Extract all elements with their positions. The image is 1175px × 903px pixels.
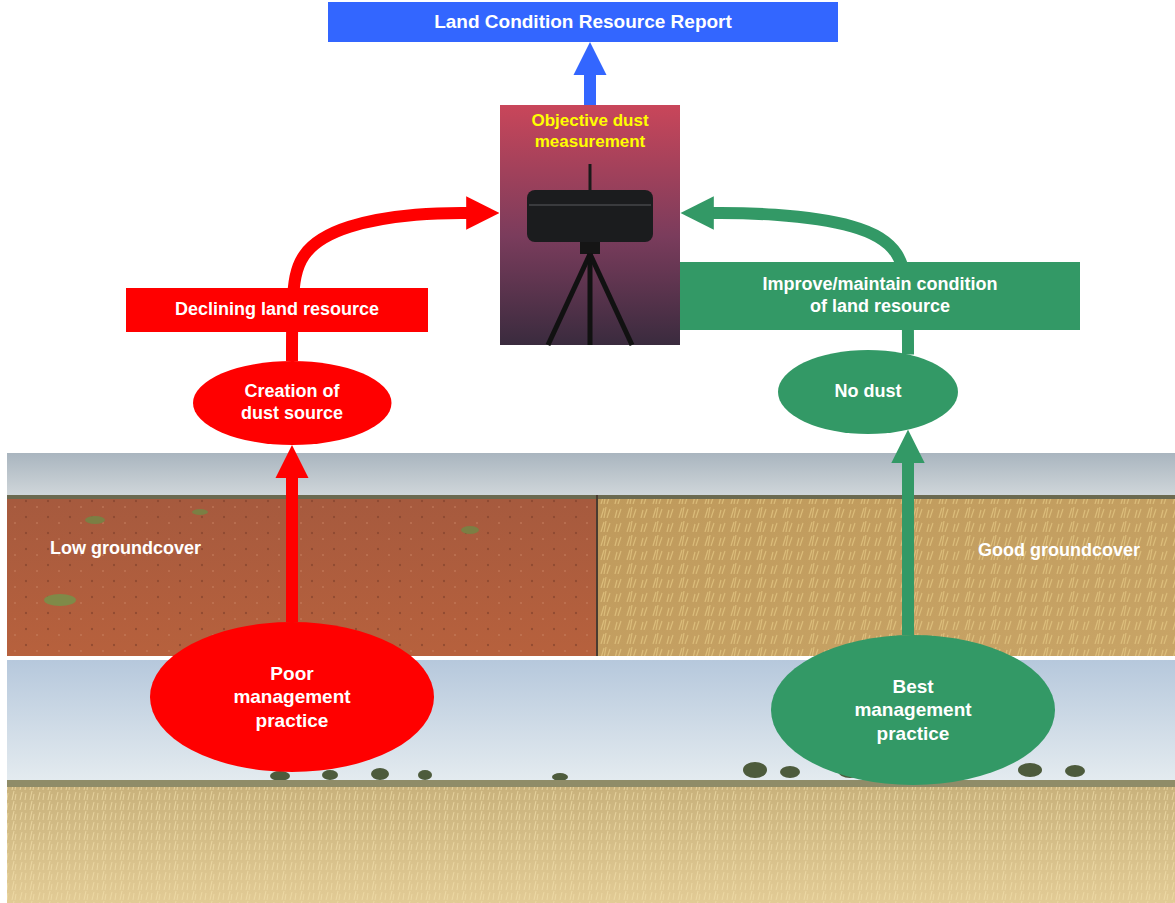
node-text: Improve/maintain condition of land resou… [756, 274, 1004, 318]
ellipse-fill [778, 350, 958, 434]
node-text: No dust [835, 381, 902, 403]
photo-label: Good groundcover [978, 540, 1140, 561]
node-text: Poor management practice [217, 662, 367, 732]
practice-ellipse: Best management practice [771, 635, 1055, 785]
node-text: Best management practice [838, 675, 988, 745]
node-text: Land Condition Resource Report [434, 10, 732, 33]
node-text: Creation of dust source [227, 381, 357, 425]
flow-arrow [902, 460, 914, 635]
ellipse-fill [150, 622, 434, 772]
outcome-ellipse: Creation of dust source [193, 361, 392, 445]
node-text: Declining land resource [175, 299, 379, 321]
improve-box: Improve/maintain condition of land resou… [680, 262, 1080, 330]
flow-arrow [584, 72, 596, 105]
node-text: Objective dust measurement [508, 111, 673, 152]
flow-arrow [286, 475, 298, 622]
measurement-photo: Objective dust measurement [500, 105, 681, 345]
ellipse-fill [193, 361, 392, 445]
flow-arrow [292, 213, 470, 361]
ellipse-fill [771, 635, 1055, 785]
photo-label: Low groundcover [50, 538, 201, 559]
report-box: Land Condition Resource Report [328, 2, 838, 42]
outcome-ellipse: No dust [778, 350, 958, 434]
practice-ellipse: Poor management practice [150, 622, 434, 772]
decline-box: Declining land resource [126, 288, 428, 332]
